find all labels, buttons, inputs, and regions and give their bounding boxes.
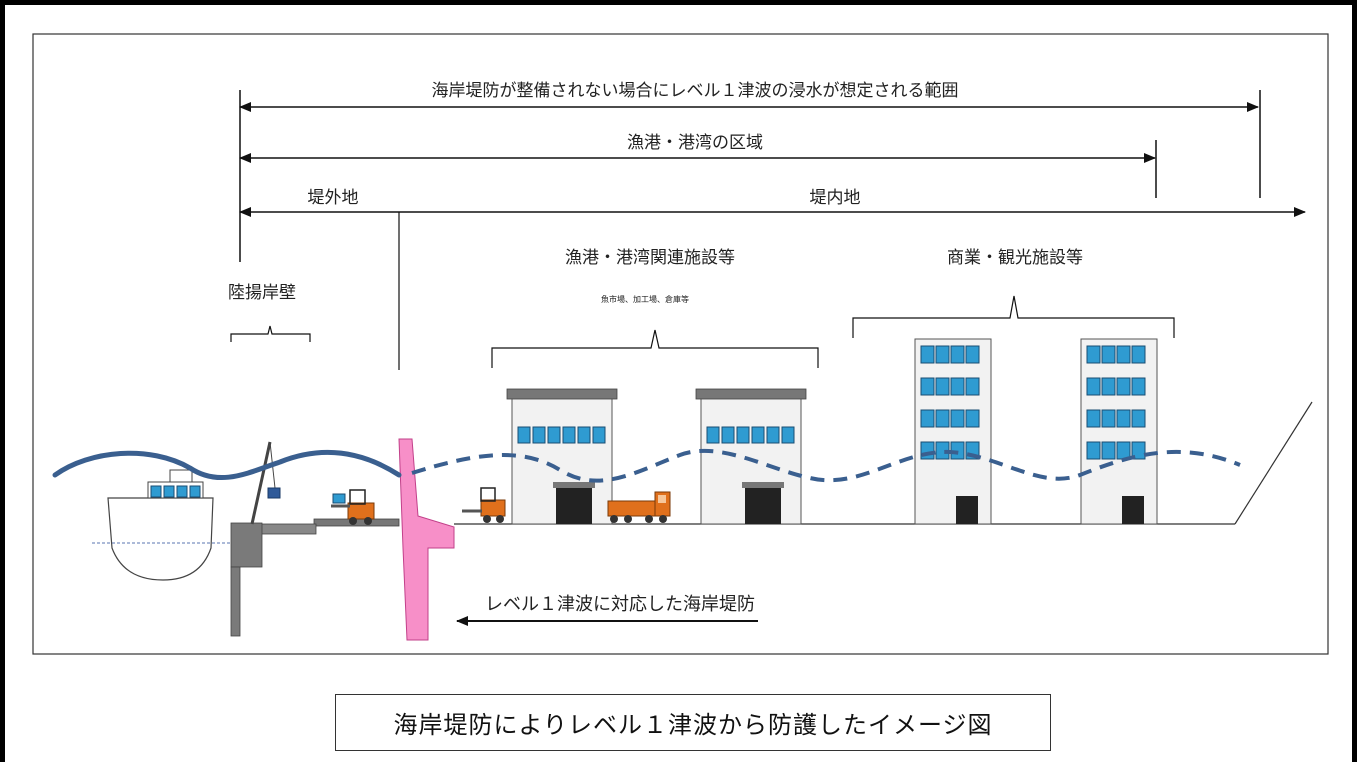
truck	[607, 491, 671, 523]
seawall	[398, 438, 455, 641]
tsunami-wave-sea	[52, 449, 402, 481]
quay-wall-label: 陸揚岸壁	[228, 283, 296, 303]
commercial-facilities-bracket	[852, 295, 1175, 338]
tsunami-wave-protected	[411, 448, 1241, 483]
forklift-quay	[331, 489, 375, 525]
inundation-range-label: 海岸堤防が整備されない場合にレベル１津波の浸水が想定される範囲	[432, 81, 959, 101]
commercial-facilities-label: 商業・観光施設等	[947, 248, 1083, 268]
hillside-slope	[1234, 401, 1313, 525]
quay-wall-bracket	[230, 325, 311, 342]
diagram-border	[32, 33, 1329, 655]
crane	[250, 441, 281, 525]
port-area-label: 漁港・港湾の区域	[627, 133, 763, 153]
commercial-building-2	[1080, 338, 1158, 525]
seawall-note-label: レベル１津波に対応した海岸堤防	[485, 594, 755, 615]
port-facilities-label: 漁港・港湾関連施設等	[565, 248, 735, 268]
port-warehouse-2	[695, 388, 807, 525]
caption-box: 海岸堤防によりレベル１津波から防護したイメージ図	[335, 694, 1051, 751]
ship	[107, 469, 214, 581]
quay-wall-structure	[230, 518, 400, 637]
port-facilities-bracket	[491, 329, 819, 368]
forklift-inside	[462, 487, 506, 523]
outside-levee-label: 堤外地	[308, 188, 359, 208]
port-warehouse-1	[506, 388, 618, 525]
commercial-building-1	[914, 338, 992, 525]
inside-levee-label: 堤内地	[810, 188, 861, 208]
caption-text: 海岸堤防によりレベル１津波から防護したイメージ図	[393, 711, 993, 739]
port-facilities-examples: 魚市場、加工場、倉庫等	[601, 294, 689, 304]
